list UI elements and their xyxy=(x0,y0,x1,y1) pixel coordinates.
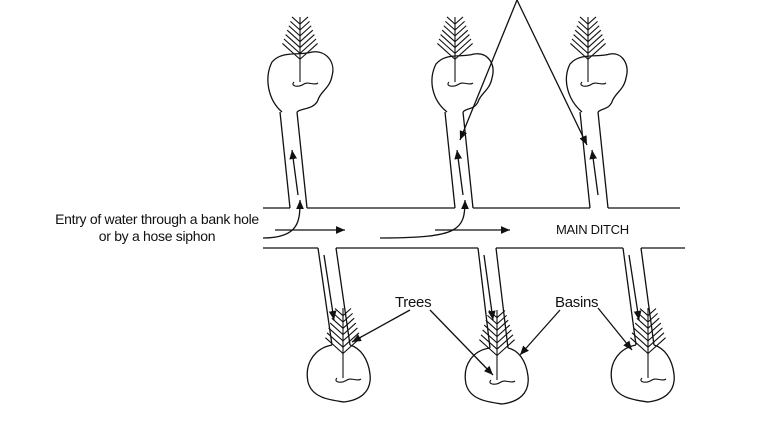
channel-up-arrow-3 xyxy=(589,149,599,196)
channel-up-3 xyxy=(579,111,609,209)
trees-label: Trees xyxy=(395,294,432,311)
tree-bottom-2 xyxy=(479,310,516,385)
callout-top-left xyxy=(459,0,518,141)
basin-top-1 xyxy=(267,51,334,113)
basin-bottom-1 xyxy=(306,344,371,403)
entry-label-line2: or by a hose siphon xyxy=(98,228,216,244)
basin-bottom-3 xyxy=(610,344,675,403)
callout-top-right xyxy=(516,0,588,146)
basins-label: Basins xyxy=(555,294,599,311)
channel-down-2 xyxy=(477,247,509,349)
basin-top-3 xyxy=(565,53,628,113)
callout-trees-1 xyxy=(351,309,411,343)
channel-up-1 xyxy=(279,111,308,209)
channel-down-arrow-2 xyxy=(483,254,496,321)
channel-up-2 xyxy=(444,111,474,209)
callout-basins-2 xyxy=(597,307,633,351)
tree-top-1 xyxy=(282,16,319,87)
channel-down-arrow-1 xyxy=(323,254,337,321)
channel-up-arrow-1 xyxy=(289,149,299,196)
tree-top-3 xyxy=(570,16,607,87)
basin-top-2 xyxy=(431,53,494,113)
callout-trees-2 xyxy=(429,309,494,376)
main-ditch-label: MAIN DITCH xyxy=(556,222,629,237)
channel-down-3 xyxy=(622,247,655,346)
basin-bottom-2 xyxy=(464,347,529,405)
tree-bottom-1 xyxy=(325,308,362,383)
entry-flow-arrow-1 xyxy=(262,199,304,239)
channel-down-1 xyxy=(317,247,351,346)
channel-up-arrow-2 xyxy=(454,149,464,196)
tree-bottom-3 xyxy=(630,308,667,383)
entry-label: Entry of water through a bank hole or by… xyxy=(42,211,272,245)
entry-flow-arrow-2 xyxy=(379,199,469,239)
entry-label-line1: Entry of water through a bank hole xyxy=(55,211,259,227)
channel-down-arrow-3 xyxy=(628,254,642,321)
tree-top-2 xyxy=(437,16,474,87)
callout-basins-1 xyxy=(519,309,561,356)
